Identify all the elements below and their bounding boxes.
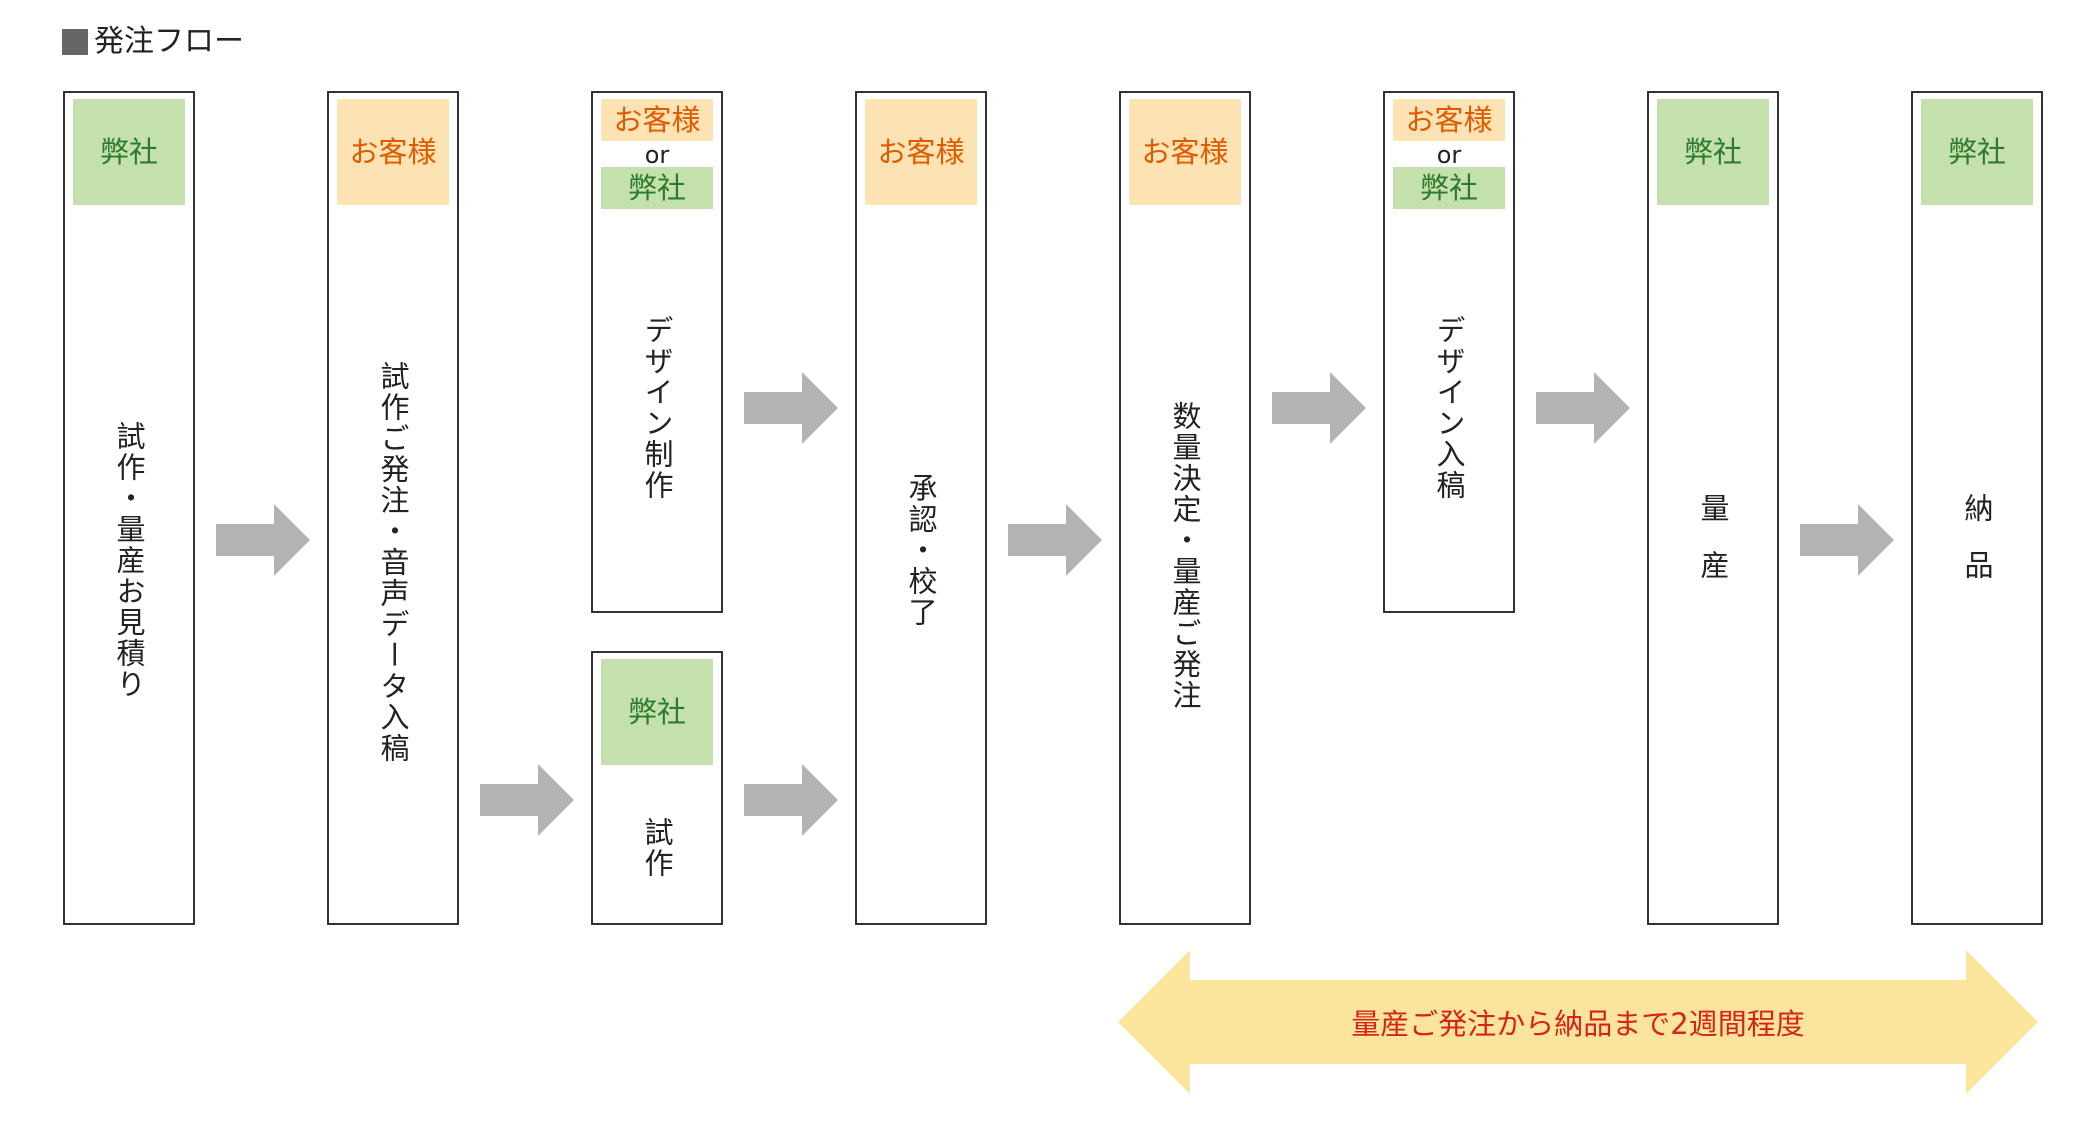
- right-arrow-icon: [1008, 504, 1102, 576]
- square-bullet-icon: [62, 29, 88, 55]
- step-box-delivery: 弊社 納品: [1911, 91, 2043, 925]
- right-arrow-icon: [216, 504, 310, 576]
- title-text: 発注フロー: [94, 24, 244, 59]
- step-box-trial-order: お客様 試作ご発注・音声データ入稿: [327, 91, 459, 925]
- step-box-estimate: 弊社 試作・量産お見積り: [63, 91, 195, 925]
- duration-note: 量産ご発注から納品まで2週間程度: [1351, 1007, 1805, 1041]
- company-badge: 弊社: [1921, 99, 2033, 205]
- step-label: 量産: [1696, 493, 1730, 607]
- customer-badge: お客様: [337, 99, 449, 205]
- customer-badge: お客様: [1129, 99, 1241, 205]
- step-label: 試作・量産お見積り: [112, 421, 146, 700]
- step-box-mass-production: 弊社 量産: [1647, 91, 1779, 925]
- right-arrow-icon: [744, 372, 838, 444]
- step-label: 納品: [1960, 493, 1994, 607]
- duration-double-arrow-icon: [1118, 950, 2038, 1094]
- right-arrow-icon: [1272, 372, 1366, 444]
- step-box-mass-order: お客様 数量決定・量産ご発注: [1119, 91, 1251, 925]
- step-box-design-submit: お客様 or 弊社 デザイン入稿: [1383, 91, 1515, 613]
- step-label: デザイン制作: [640, 315, 674, 501]
- step-label: 試作ご発注・音声データ入稿: [376, 361, 410, 764]
- step-label: 数量決定・量産ご発注: [1168, 401, 1202, 711]
- step-box-approval: お客様 承認・校了: [855, 91, 987, 925]
- step-box-trial: 弊社 試作: [591, 651, 723, 925]
- or-label: or: [644, 141, 670, 169]
- customer-badge: お客様: [865, 99, 977, 205]
- right-arrow-icon: [1800, 504, 1894, 576]
- company-badge: 弊社: [601, 659, 713, 765]
- step-label: デザイン入稿: [1432, 315, 1466, 501]
- company-badge: 弊社: [1657, 99, 1769, 205]
- step-label: 承認・校了: [904, 473, 938, 628]
- page-title: 発注フロー: [62, 22, 244, 62]
- company-badge: 弊社: [1393, 167, 1505, 209]
- customer-badge: お客様: [1393, 99, 1505, 141]
- company-badge: 弊社: [601, 167, 713, 209]
- right-arrow-icon: [1536, 372, 1630, 444]
- customer-badge: お客様: [601, 99, 713, 141]
- step-box-design: お客様 or 弊社 デザイン制作: [591, 91, 723, 613]
- company-badge: 弊社: [73, 99, 185, 205]
- step-label: 試作: [640, 817, 674, 879]
- or-label: or: [1436, 141, 1462, 169]
- right-arrow-icon: [480, 764, 574, 836]
- right-arrow-icon: [744, 764, 838, 836]
